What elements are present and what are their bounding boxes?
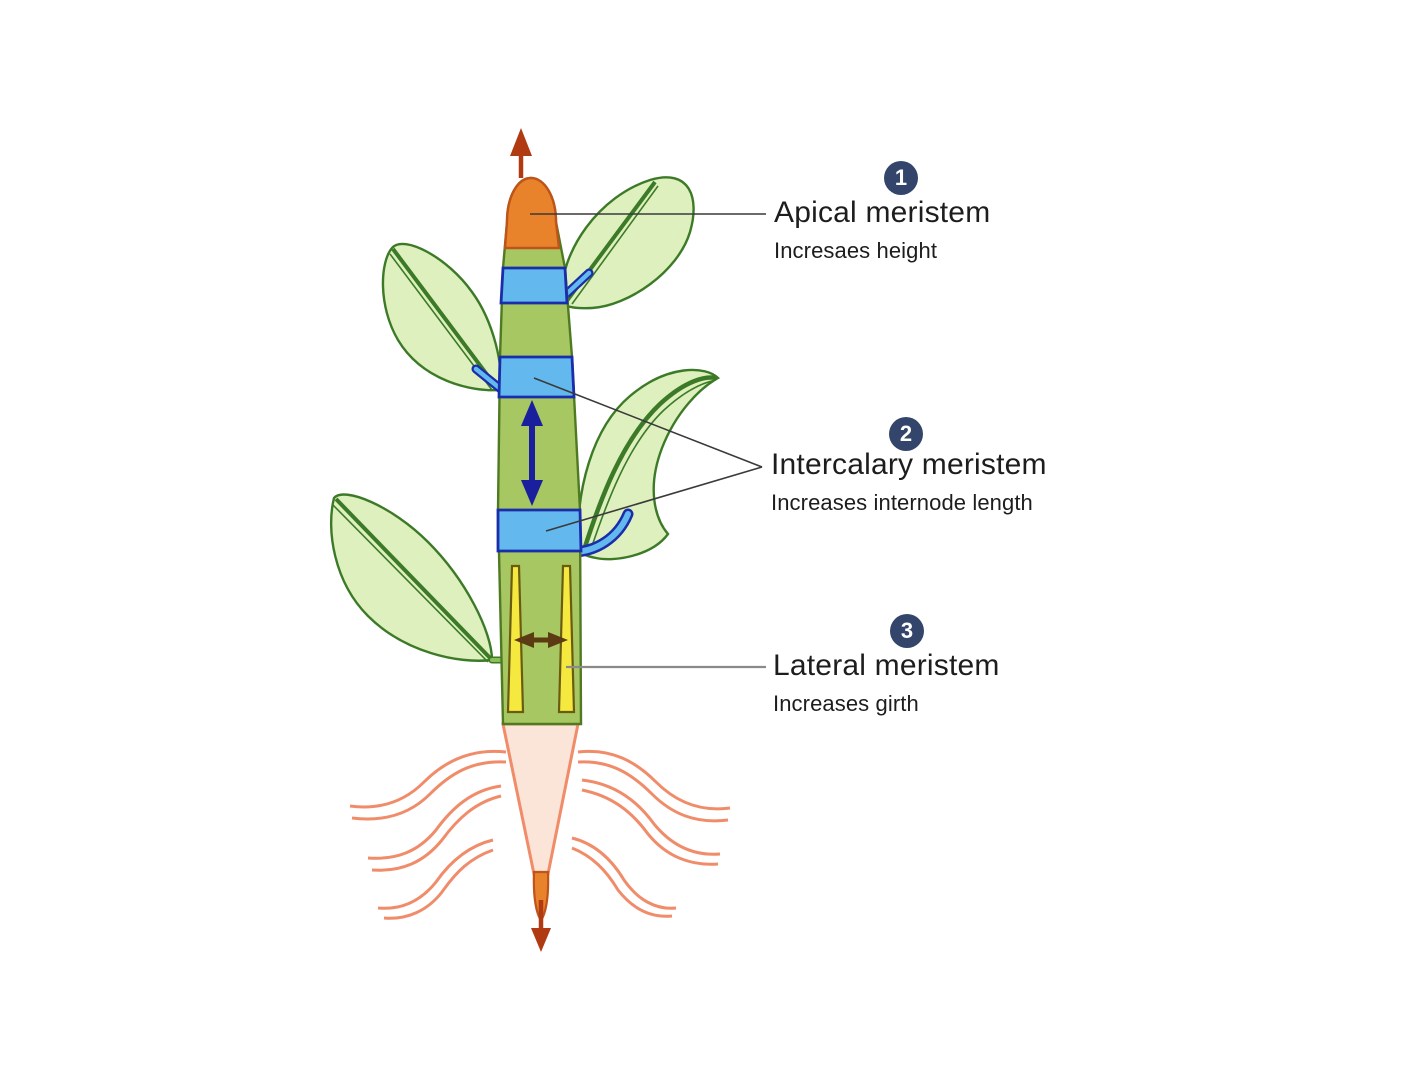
lateral-meristem-strip-left: [506, 564, 525, 714]
internode-length-arrow: [521, 400, 543, 506]
root-system: [349, 722, 731, 922]
leader-line-intercalary-lower: [545, 466, 763, 532]
intercalary-meristem-band-2: [497, 355, 576, 399]
apical-meristem-shoot: [503, 176, 561, 250]
label-apical-title: Apical meristem: [774, 196, 991, 229]
label-lateral-meristem: Lateral meristem Increases girth: [773, 650, 1000, 715]
label-apical-meristem: Apical meristem Incresaes height: [774, 197, 990, 262]
label-apical-subtitle: Incresaes height: [774, 237, 938, 263]
height-growth-arrow-up: [510, 128, 532, 178]
intercalary-meristem-band-1: [499, 266, 569, 305]
badge-1: 1: [884, 161, 918, 195]
petiole-upper-left-intercalary: [471, 364, 507, 395]
leader-line-intercalary-upper: [533, 377, 763, 468]
label-lateral-title: Lateral meristem: [773, 649, 1000, 682]
leaf-lower-left: [329, 493, 508, 664]
leaf-middle-right-curved: [576, 368, 720, 561]
label-lateral-subtitle: Increases girth: [773, 690, 919, 716]
leaf-upper-right: [559, 176, 695, 310]
label-intercalary-subtitle: Increases internode length: [771, 489, 1033, 515]
intercalary-meristem-band-3: [496, 508, 583, 553]
badge-2: 2: [889, 417, 923, 451]
height-growth-arrow-down: [531, 900, 551, 952]
label-intercalary-meristem: Intercalary meristem Increases internode…: [771, 449, 1047, 514]
girth-growth-arrow: [514, 632, 568, 648]
leaf-upper-left: [381, 242, 503, 392]
badge-3: 3: [890, 614, 924, 648]
label-intercalary-title: Intercalary meristem: [771, 448, 1047, 481]
lateral-meristem-strip-right: [557, 564, 576, 714]
